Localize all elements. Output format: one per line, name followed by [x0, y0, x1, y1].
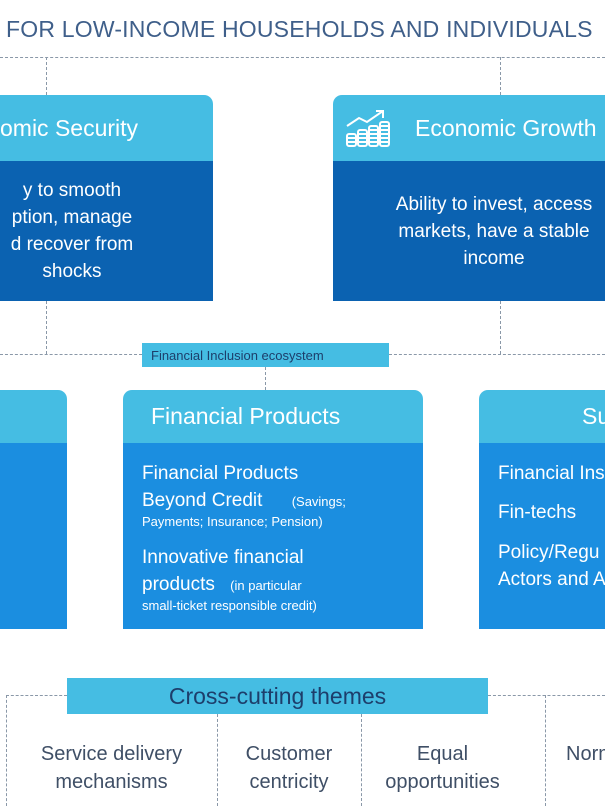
product-item-2-note-inline: (in particular	[230, 578, 302, 593]
product-item-1-line2: Beyond Credit	[142, 490, 263, 511]
product-item-1-note-next: Payments; Insurance; Pension)	[142, 514, 323, 529]
connector-growth-bottom	[500, 301, 501, 354]
supply-box-body: Financial Ins Fin-techs Policy/Regu Acto…	[479, 443, 605, 629]
top-connector-line	[0, 57, 605, 58]
theme-norm: Norm	[566, 740, 605, 768]
theme-divider-3	[545, 695, 546, 806]
product-item-2-line1: Innovative financial	[142, 547, 304, 568]
theme-0-line1: Service delivery	[40, 743, 183, 765]
left-box-header	[0, 390, 67, 443]
connector-growth-top	[500, 57, 501, 95]
theme-service-delivery: Service delivery mechanisms	[6, 740, 217, 796]
connector-products-top	[265, 367, 266, 390]
security-box-body: y to smooth ption, manage d recover from…	[0, 161, 213, 301]
theme-1-line2: centricity	[249, 771, 329, 793]
left-box-body	[0, 443, 67, 629]
connector-security-top	[46, 57, 47, 95]
security-line-1: y to smooth	[22, 180, 122, 201]
growth-chart-coins-icon	[343, 108, 393, 148]
theme-1-line1: Customer	[245, 743, 333, 765]
growth-line-2: markets, have a stable	[398, 221, 590, 242]
growth-box-title: Economic Growth	[415, 114, 597, 141]
theme-divider-0	[6, 695, 7, 806]
ecosystem-line-right	[389, 354, 605, 355]
supply-item-3: Policy/Regu	[498, 542, 600, 563]
products-box-header: Financial Products	[123, 390, 423, 443]
product-item-1-line1: Financial Products	[142, 463, 299, 484]
theme-customer-centricity: Customer centricity	[217, 740, 361, 796]
ecosystem-line-left	[0, 354, 142, 355]
supply-item-1: Financial Ins	[498, 463, 605, 484]
product-item-2-line2-row: products (in particular	[142, 571, 417, 598]
supply-item-2: Fin-techs	[498, 502, 577, 523]
security-box-header: omic Security	[0, 95, 213, 161]
ecosystem-label: Financial Inclusion ecosystem	[142, 343, 389, 367]
theme-3-line1: Norm	[566, 743, 605, 765]
product-item-2-line2: products	[142, 574, 215, 595]
theme-0-line2: mechanisms	[55, 771, 168, 793]
theme-equal-opportunities: Equal opportunities	[361, 740, 524, 796]
products-box-title: Financial Products	[151, 403, 341, 429]
products-box-body: Financial Products Beyond Credit (Saving…	[123, 443, 423, 629]
growth-box-body: Ability to invest, access markets, have …	[333, 161, 605, 301]
cross-line-right	[488, 695, 605, 696]
security-box-title: omic Security	[0, 114, 139, 141]
theme-divider-1	[217, 714, 218, 806]
product-item-1: Financial Products Beyond Credit (Saving…	[142, 460, 417, 529]
page-title: FOR LOW-INCOME HOUSEHOLDS AND INDIVIDUAL…	[6, 16, 593, 42]
security-box-text: y to smooth ption, manage d recover from…	[0, 177, 144, 285]
supply-item-4: Actors and A	[498, 569, 605, 590]
security-line-4: shocks	[42, 261, 102, 282]
security-line-2: ption, manage	[11, 207, 133, 228]
product-item-1-line2-row: Beyond Credit (Savings;	[142, 487, 417, 514]
cross-cutting-label: Cross-cutting themes	[67, 678, 488, 714]
supply-box-header: Su	[479, 390, 605, 443]
growth-box-header: Economic Growth	[333, 95, 605, 161]
connector-security-bottom	[46, 301, 47, 354]
theme-2-line2: opportunities	[385, 771, 500, 793]
cross-line-left	[6, 695, 67, 696]
theme-2-line1: Equal	[416, 743, 469, 765]
theme-divider-2	[361, 714, 362, 806]
product-item-1-note-inline: (Savings;	[291, 494, 346, 509]
supply-box-title: Su	[582, 403, 605, 429]
growth-line-3: income	[463, 248, 525, 269]
security-line-3: d recover from	[10, 234, 134, 255]
growth-line-1: Ability to invest, access	[395, 194, 593, 215]
growth-box-text: Ability to invest, access markets, have …	[333, 191, 605, 272]
product-item-2-note-next: small-ticket responsible credit)	[142, 598, 317, 613]
product-item-2: Innovative financial products (in partic…	[142, 544, 417, 613]
